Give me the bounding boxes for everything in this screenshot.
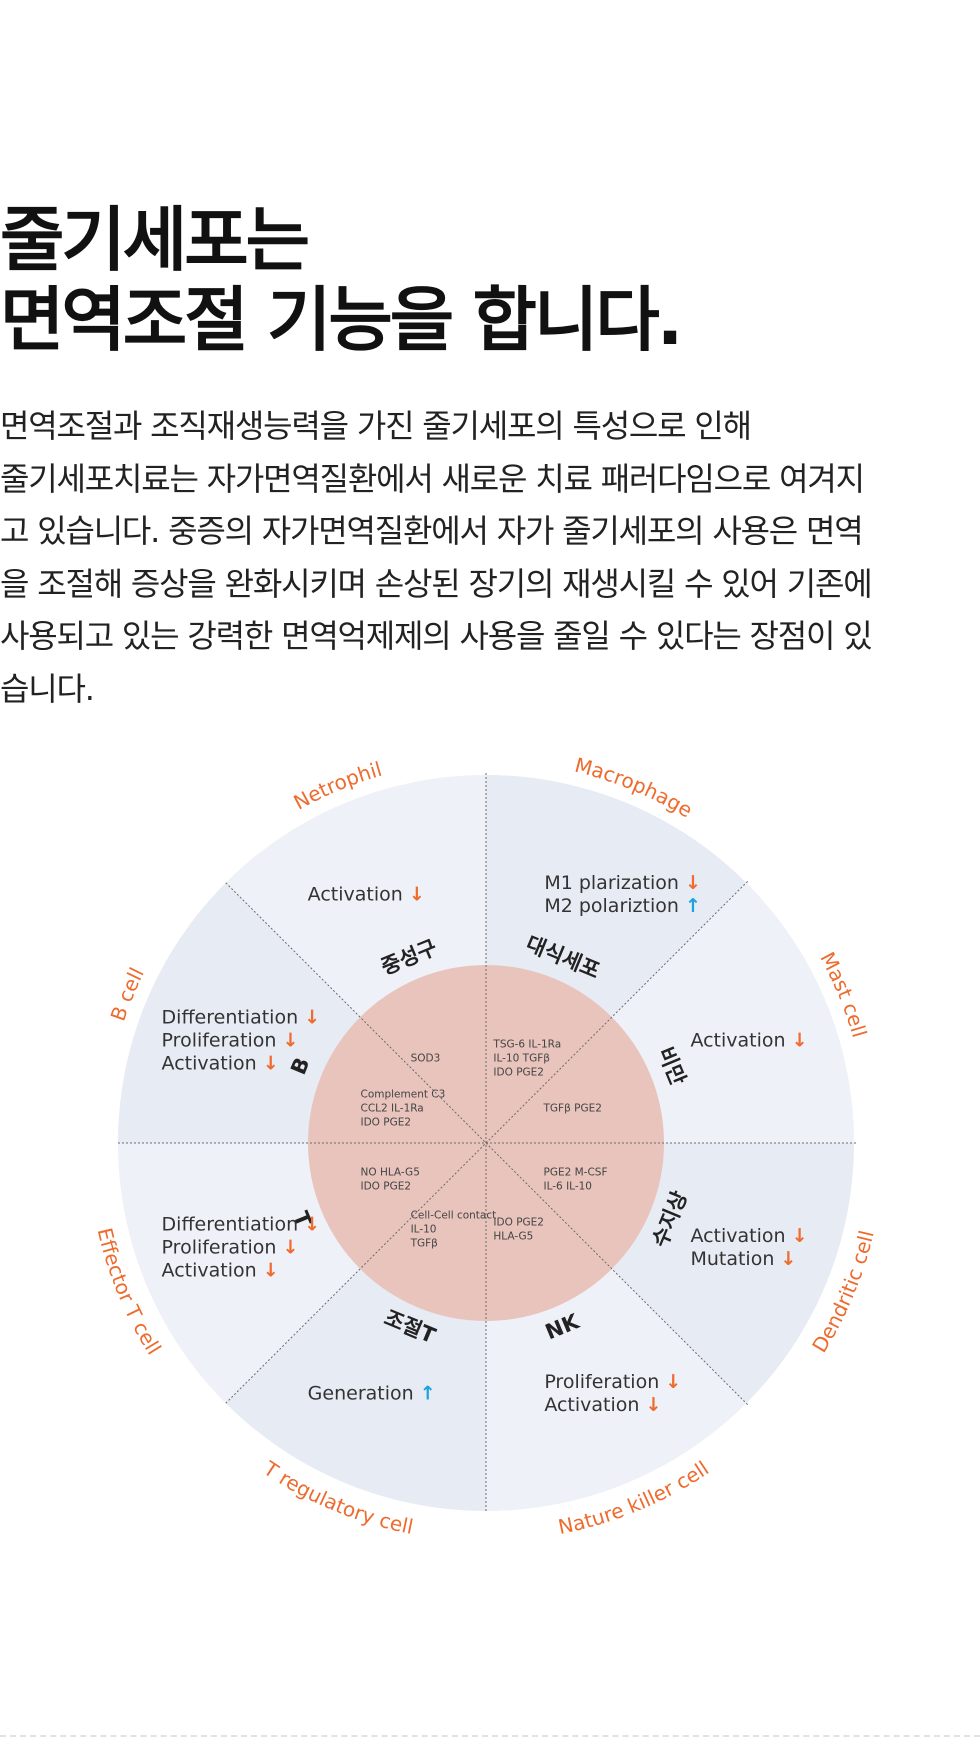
factor-text: SOD3 (411, 1052, 441, 1064)
factor-text: IDO PGE2 (360, 1117, 411, 1129)
arrow-down-icon: ↓ (685, 872, 701, 894)
arrow-up-icon: ↑ (420, 1382, 436, 1404)
factor-text: PGE2 M-CSF (544, 1166, 608, 1178)
description-line: 면역조절과 조직재생능력을 가진 줄기세포의 특성으로 인해 (0, 407, 752, 445)
arrow-down-icon: ↓ (645, 1394, 661, 1416)
factor-text: CCL2 IL-1Ra (360, 1103, 423, 1115)
effect-text: M1 plarization ↓ (544, 872, 701, 894)
factor-text: TGFβ PGE2 (543, 1103, 602, 1115)
factor-text: TGFβ (410, 1238, 438, 1250)
description-line: 사용되고 있는 강력한 면역억제제의 사용을 줄일 수 있다는 장점이 있 (0, 617, 873, 655)
factor-text: Complement C3 (360, 1089, 445, 1101)
title-line-2: 면역조절 기능을 합니다. (0, 279, 683, 361)
arrow-up-icon: ↑ (685, 895, 701, 917)
arrow-down-icon: ↓ (780, 1248, 796, 1270)
factor-text: Cell-Cell contact (411, 1210, 497, 1222)
arrow-down-icon: ↓ (304, 1007, 320, 1029)
factor-text: IDO PGE2 (493, 1217, 544, 1229)
factor-text: IL-10 TGFβ (493, 1052, 550, 1064)
effect-text: Activation ↓ (162, 1259, 279, 1281)
effect-text: M2 polariztion ↑ (544, 895, 701, 917)
description-line: 습니다. (0, 669, 95, 708)
effect-text: Activation ↓ (162, 1053, 279, 1075)
factor-text: IDO PGE2 (493, 1066, 544, 1078)
arrow-down-icon: ↓ (409, 884, 425, 906)
arrow-down-icon: ↓ (283, 1236, 299, 1258)
effect-text: Generation ↑ (308, 1382, 436, 1404)
arrow-down-icon: ↓ (304, 1213, 320, 1235)
effect-text: Activation ↓ (308, 884, 425, 906)
factor-text: IDO PGE2 (360, 1180, 411, 1192)
arrow-down-icon: ↓ (792, 1225, 808, 1247)
arrow-down-icon: ↓ (792, 1030, 808, 1052)
description-line: 을 조절해 증상을 완화시키며 손상된 장기의 재생시킬 수 있어 기존에 (0, 564, 873, 603)
section-divider (0, 1735, 980, 1737)
arrow-down-icon: ↓ (665, 1371, 681, 1393)
factor-text: NO HLA-G5 (360, 1166, 419, 1178)
description-line: 줄기세포치료는 자가면역질환에서 새로운 치료 패러다임으로 여겨지 (0, 459, 865, 498)
effect-text: Proliferation ↓ (544, 1371, 681, 1393)
effect-text: Differentiation ↓ (162, 1213, 321, 1235)
arrow-down-icon: ↓ (263, 1259, 279, 1281)
description: 면역조절과 조직재생능력을 가진 줄기세포의 특성으로 인해 줄기세포치료는 자… (0, 400, 975, 715)
effect-text: Proliferation ↓ (162, 1236, 299, 1258)
title-line-1: 줄기세포는 (0, 199, 310, 281)
description-line: 고 있습니다. 중증의 자가면역질환에서 자가 줄기세포의 사용은 면역 (0, 512, 864, 550)
page-title: 줄기세포는 면역조절 기능을 합니다. (0, 199, 683, 361)
effect-text: Activation ↓ (690, 1030, 807, 1052)
sector-divider-line (224, 881, 748, 1405)
effect-text: Proliferation ↓ (162, 1030, 299, 1052)
arrow-down-icon: ↓ (263, 1053, 279, 1075)
factor-text: IL-6 IL-10 (544, 1180, 592, 1192)
factor-text: HLA-G5 (493, 1231, 533, 1243)
effect-text: Differentiation ↓ (162, 1007, 321, 1029)
effect-text: Mutation ↓ (690, 1248, 796, 1270)
arrow-down-icon: ↓ (283, 1030, 299, 1052)
factor-text: TSG-6 IL-1Ra (492, 1038, 561, 1050)
factor-text: IL-10 (411, 1224, 437, 1236)
effect-text: Activation ↓ (544, 1394, 661, 1416)
effect-text: Activation ↓ (690, 1225, 807, 1247)
